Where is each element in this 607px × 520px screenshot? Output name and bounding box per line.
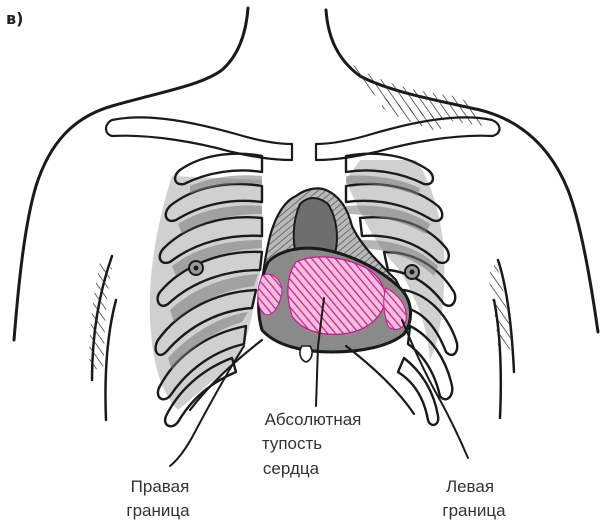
panel-label: в): [6, 9, 23, 28]
label-left-border-line1: Левая: [446, 477, 494, 496]
label-right-border-line1: Правая: [131, 477, 190, 496]
label-right-border: Правая граница: [126, 477, 190, 520]
label-absolute-dullness: Абсолютная тупость сердца: [262, 410, 362, 478]
label-absolute-dullness-line3: сердца: [263, 459, 320, 478]
label-right-border-line2: граница: [126, 501, 190, 520]
label-absolute-dullness-line1: Абсолютная: [265, 410, 362, 429]
label-absolute-dullness-line2: тупость: [262, 434, 322, 453]
xiphoid-process: [300, 346, 312, 362]
label-left-border-line2: граница: [442, 501, 506, 520]
flank-shading-left: [89, 262, 112, 372]
label-left-border: Левая граница: [442, 477, 506, 520]
